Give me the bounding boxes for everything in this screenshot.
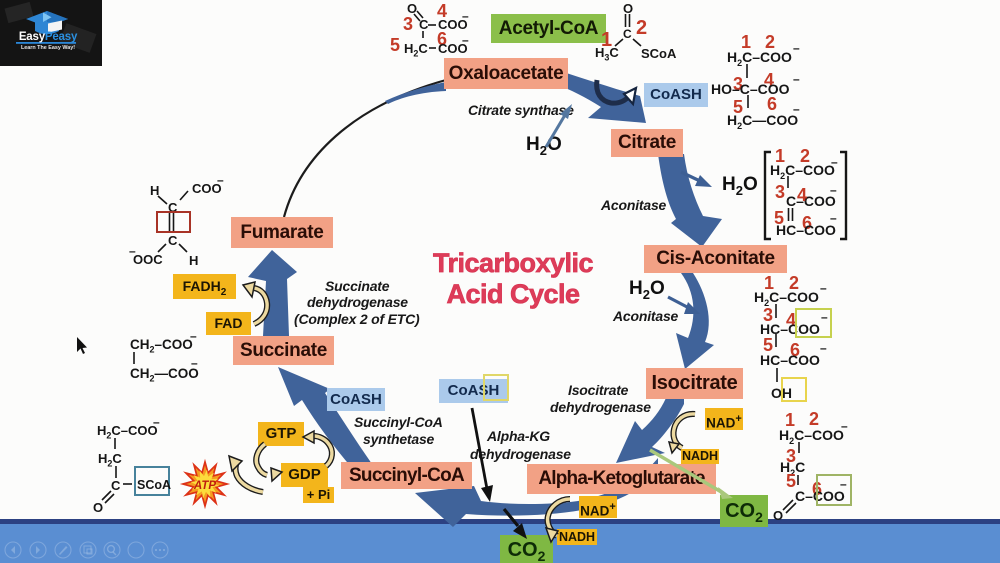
svg-text:ATP: ATP <box>193 480 216 492</box>
